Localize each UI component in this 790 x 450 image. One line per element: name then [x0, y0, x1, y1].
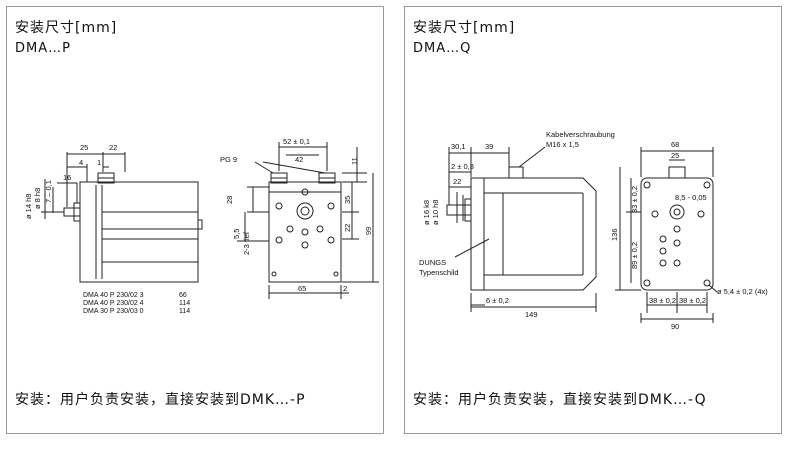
label-typenschild: Typenschild: [419, 268, 459, 277]
dim-42: 42: [295, 155, 303, 164]
panel-dma-q: 安装尺寸[mm] DMA…Q: [404, 6, 782, 434]
dim-33: 33 ± 0,2: [630, 186, 639, 213]
front-view-body: [268, 181, 342, 283]
dim-phi10: ø 10 h8: [431, 200, 440, 225]
panel-dma-p: 安装尺寸[mm] DMA…P: [6, 6, 384, 434]
dim-65: 65: [298, 284, 306, 293]
dim-22: 22: [453, 177, 461, 186]
label-pg9: PG 9: [220, 155, 237, 164]
dim-52: 52 ± 0,1: [283, 137, 310, 146]
dim-phi16: ø 16 k8: [422, 200, 431, 225]
side-view-body: [470, 177, 597, 291]
label-m16: M16 x 1,5: [546, 140, 579, 149]
dim-136: 136: [610, 228, 619, 241]
dim-68: 68: [671, 140, 679, 149]
panel-subtitle: DMA…Q: [413, 41, 472, 56]
dim-149: 149: [525, 310, 538, 319]
dim-99: 99: [364, 227, 373, 235]
model-table: DMA 40 P 230/02 3 66 DMA 40 P 230/02 4 1…: [83, 292, 190, 315]
model-value: 66: [179, 292, 187, 299]
dim-6: 6 ± 0,2: [486, 296, 509, 305]
dim-4: 4: [79, 158, 83, 167]
shaft: [446, 204, 472, 216]
cable-gland: [508, 166, 524, 179]
model-value: 114: [179, 308, 190, 315]
dim-11: 11: [350, 157, 359, 165]
dim-phi8: ø 8 h8: [33, 188, 42, 209]
drawing-dma-q: 30,1 39 Kabelverschraubung M16 x 1,5 2 ±…: [419, 130, 768, 331]
dim-28: 28: [225, 196, 234, 204]
dim-16: 16: [63, 173, 71, 182]
model-name: DMA 30 P 230/03 0: [83, 308, 144, 315]
side-view-body: [79, 181, 199, 283]
dim-8-5: 8,5 - 0,05: [675, 193, 707, 202]
dim-phi5-4: ø 5,4 ± 0,2 (4x): [717, 287, 768, 296]
drawing-dma-p: 25 22 4 1 16 ø 14 h8 ø 8 h8 7 – 0,1 PG 9…: [24, 137, 379, 315]
dim-5-5: 5,5: [232, 229, 241, 239]
dim-90: 90: [671, 322, 679, 331]
dim-38a: 38 ± 0,2: [649, 296, 676, 305]
dim-38b: 38 ± 0,2: [679, 296, 706, 305]
dim-25: 25: [671, 151, 679, 160]
dim-2: 2: [343, 284, 347, 293]
dim-2-tol: 2 ± 0,3: [451, 162, 474, 171]
dim-2-3-tief: 2-3 tief: [242, 231, 251, 255]
dim-39: 39: [485, 142, 493, 151]
dim-22: 22: [109, 143, 117, 152]
dim-1: 1: [97, 158, 101, 167]
install-note: 安装：用户负责安装，直接安装到DMK…-P: [15, 392, 306, 408]
model-name: DMA 40 P 230/02 4: [83, 300, 144, 307]
dim-35: 35: [343, 196, 352, 204]
shaft: [63, 207, 81, 217]
dim-22b: 22: [343, 224, 352, 232]
dim-25: 25: [80, 143, 88, 152]
dim-7: 7 – 0,1: [44, 180, 53, 203]
model-value: 114: [179, 300, 190, 307]
label-kabelverschraubung: Kabelverschraubung: [546, 130, 615, 139]
install-note: 安装：用户负责安装，直接安装到DMK…-Q: [413, 392, 707, 408]
panel-title: 安装尺寸[mm]: [413, 20, 516, 36]
dim-89: 89 ± 0,2: [630, 242, 639, 269]
panel-subtitle: DMA…P: [15, 41, 71, 56]
dim-phi14: ø 14 h8: [24, 194, 33, 219]
dim-30-1: 30,1: [451, 142, 466, 151]
panel-title: 安装尺寸[mm]: [15, 20, 118, 36]
model-name: DMA 40 P 230/02 3: [83, 292, 144, 299]
label-dungs: DUNGS: [419, 258, 446, 267]
